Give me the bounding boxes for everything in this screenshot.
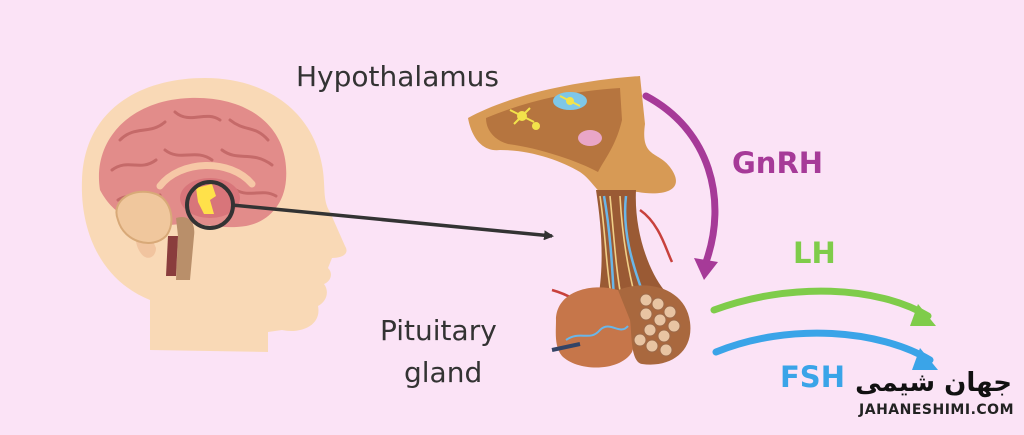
gland-cells	[633, 293, 681, 357]
cerebellum	[115, 190, 173, 244]
anterior-pituitary	[555, 287, 637, 368]
label-fsh: FSH	[780, 360, 845, 394]
brainstem	[176, 216, 195, 280]
hypothalamus-inner	[486, 88, 622, 172]
corpus-callosum	[156, 162, 256, 190]
logo-site-url: JAHANESHIMI.COM	[859, 402, 1014, 418]
hypothalamus-pituitary-illustration	[468, 76, 691, 368]
label-hypothalamus: Hypothalamus	[296, 60, 499, 93]
spinal-cord	[166, 236, 178, 276]
logo-persian-text: جهان شیمی	[855, 368, 1012, 398]
neurons	[509, 95, 581, 130]
label-lh: LH	[793, 236, 836, 270]
label-gland: gland	[404, 356, 483, 389]
vessel-out	[551, 342, 581, 352]
pointer-arrow	[231, 203, 554, 241]
head-illustration	[81, 78, 347, 352]
capillary-network	[565, 325, 629, 341]
nucleus-pink	[578, 130, 602, 146]
label-pituitary: Pituitary	[380, 314, 497, 347]
watermark-logo: جهان شیمی JAHANESHIMI.COM	[838, 368, 1018, 430]
gnrh-arrow	[642, 92, 719, 280]
label-gnrh: GnRH	[732, 146, 824, 180]
hypothalamus-highlight	[196, 184, 216, 214]
lh-arrow	[710, 287, 936, 326]
fsh-arrow	[712, 329, 938, 370]
